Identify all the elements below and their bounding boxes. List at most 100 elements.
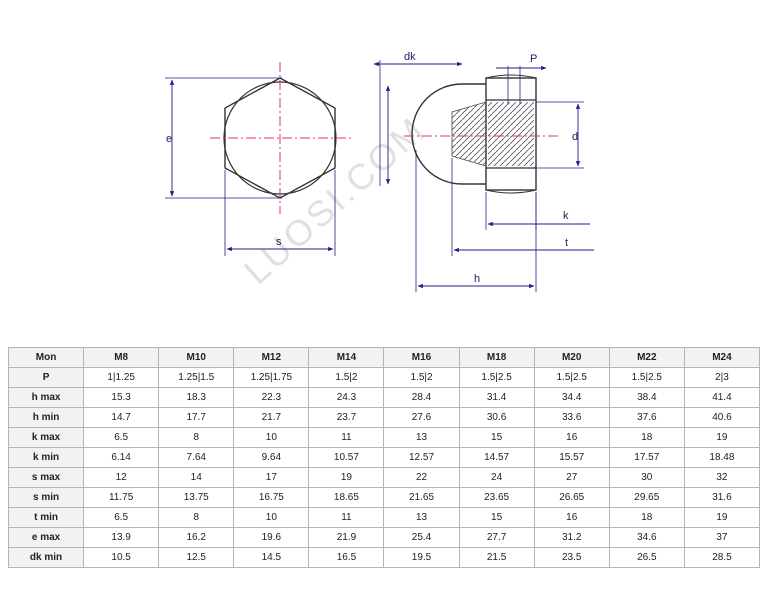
table-cell: 1.5|2.5	[458, 367, 535, 388]
row-label: dk min	[7, 547, 85, 568]
table-cell: 29.65	[608, 487, 685, 508]
table-cell: 41.4	[683, 387, 761, 408]
dimension-s: s	[224, 170, 336, 256]
table-cell: 12.57	[383, 447, 460, 468]
table-cell: 10	[233, 507, 310, 528]
label-h: h	[474, 273, 480, 285]
table-cell: 12	[83, 467, 160, 488]
table-cell: 1.25|1.5	[158, 367, 235, 388]
table-cell: 7.64	[158, 447, 235, 468]
table-cell: 40.6	[683, 407, 761, 428]
table-cell: 16.75	[233, 487, 310, 508]
table-cell: 19	[308, 467, 385, 488]
technical-drawing: LUOSI.COM e s	[165, 51, 594, 292]
table-cell: 11	[308, 507, 385, 528]
table-cell: 15	[458, 427, 535, 448]
label-s: s	[276, 236, 282, 248]
table-cell: 12.5	[158, 547, 235, 568]
row-label: h min	[7, 407, 85, 428]
table-cell: 6.14	[83, 447, 160, 468]
table-cell: 17	[233, 467, 310, 488]
row-label: P	[7, 367, 85, 388]
table-cell: 8	[158, 427, 235, 448]
dome-outline	[411, 83, 486, 185]
table-cell: 1.25|1.75	[233, 367, 310, 388]
table-cell: 13.9	[83, 527, 160, 548]
table-cell: 14.7	[83, 407, 160, 428]
table-cell: 15.3	[83, 387, 160, 408]
table-cell: 15	[458, 507, 535, 528]
table-cell: 13	[383, 507, 460, 528]
table-cell: 27.6	[383, 407, 460, 428]
table-cell: 19.6	[233, 527, 310, 548]
table-cell: 14.57	[458, 447, 535, 468]
table-cell: 17.57	[608, 447, 685, 468]
table-cell: 18.65	[308, 487, 385, 508]
nut-side-view	[404, 74, 560, 194]
table-header-cell: M12	[233, 347, 310, 368]
table-cell: 21.5	[458, 547, 535, 568]
table-cell: 25.4	[383, 527, 460, 548]
table-cell: 1|1.25	[83, 367, 160, 388]
table-cell: 26.65	[533, 487, 610, 508]
table-cell: 19	[683, 507, 761, 528]
row-label: e max	[7, 527, 85, 548]
table-cell: 38.4	[608, 387, 685, 408]
table-header-cell: M22	[608, 347, 685, 368]
spec-table: Mon M8 M10 M12 M14 M16 M18 M20 M22 M24 P…	[7, 347, 761, 568]
table-cell: 21.65	[383, 487, 460, 508]
table-cell: 1.5|2	[383, 367, 460, 388]
table-cell: 13	[383, 427, 460, 448]
row-label: s max	[7, 467, 85, 488]
dimension-h: h	[415, 150, 537, 292]
row-label: k max	[7, 427, 85, 448]
dimension-e: e	[165, 77, 282, 199]
table-cell: 10	[233, 427, 310, 448]
table-cell: 8	[158, 507, 235, 528]
table-cell: 16.5	[308, 547, 385, 568]
table-header-cell: M14	[308, 347, 385, 368]
table-cell: 31.4	[458, 387, 535, 408]
table-cell: 14	[158, 467, 235, 488]
table-cell: 19	[683, 427, 761, 448]
table-cell: 18	[608, 427, 685, 448]
table-cell: 13.75	[158, 487, 235, 508]
table-cell: 16.2	[158, 527, 235, 548]
table-cell: 18.48	[683, 447, 761, 468]
table-cell: 26.5	[608, 547, 685, 568]
label-e: e	[166, 133, 172, 145]
table-cell: 18.3	[158, 387, 235, 408]
table-cell: 22.3	[233, 387, 310, 408]
table-cell: 30.6	[458, 407, 535, 428]
table-cell: 9.64	[233, 447, 310, 468]
label-k: k	[563, 210, 569, 222]
row-label: t min	[7, 507, 85, 528]
label-dk: dk	[404, 51, 416, 63]
label-t: t	[565, 237, 568, 249]
drawing-svg: LUOSI.COM e s	[165, 51, 594, 292]
table-cell: 23.5	[533, 547, 610, 568]
table-cell: 11.75	[83, 487, 160, 508]
table-cell: 11	[308, 427, 385, 448]
table-cell: 27	[533, 467, 610, 488]
table-cell: 14.5	[233, 547, 310, 568]
table-cell: 6.5	[83, 427, 160, 448]
table-cell: 16	[533, 427, 610, 448]
dimension-k: k	[485, 192, 590, 230]
table-header-label: Mon	[7, 347, 85, 368]
row-label: s min	[7, 487, 85, 508]
label-d: d	[572, 131, 578, 143]
label-p: P	[530, 53, 537, 65]
table-header-cell: M18	[458, 347, 535, 368]
table-header-cell: M20	[533, 347, 610, 368]
table-cell: 24.3	[308, 387, 385, 408]
table-cell: 33.6	[533, 407, 610, 428]
dimension-p: P	[496, 53, 547, 104]
